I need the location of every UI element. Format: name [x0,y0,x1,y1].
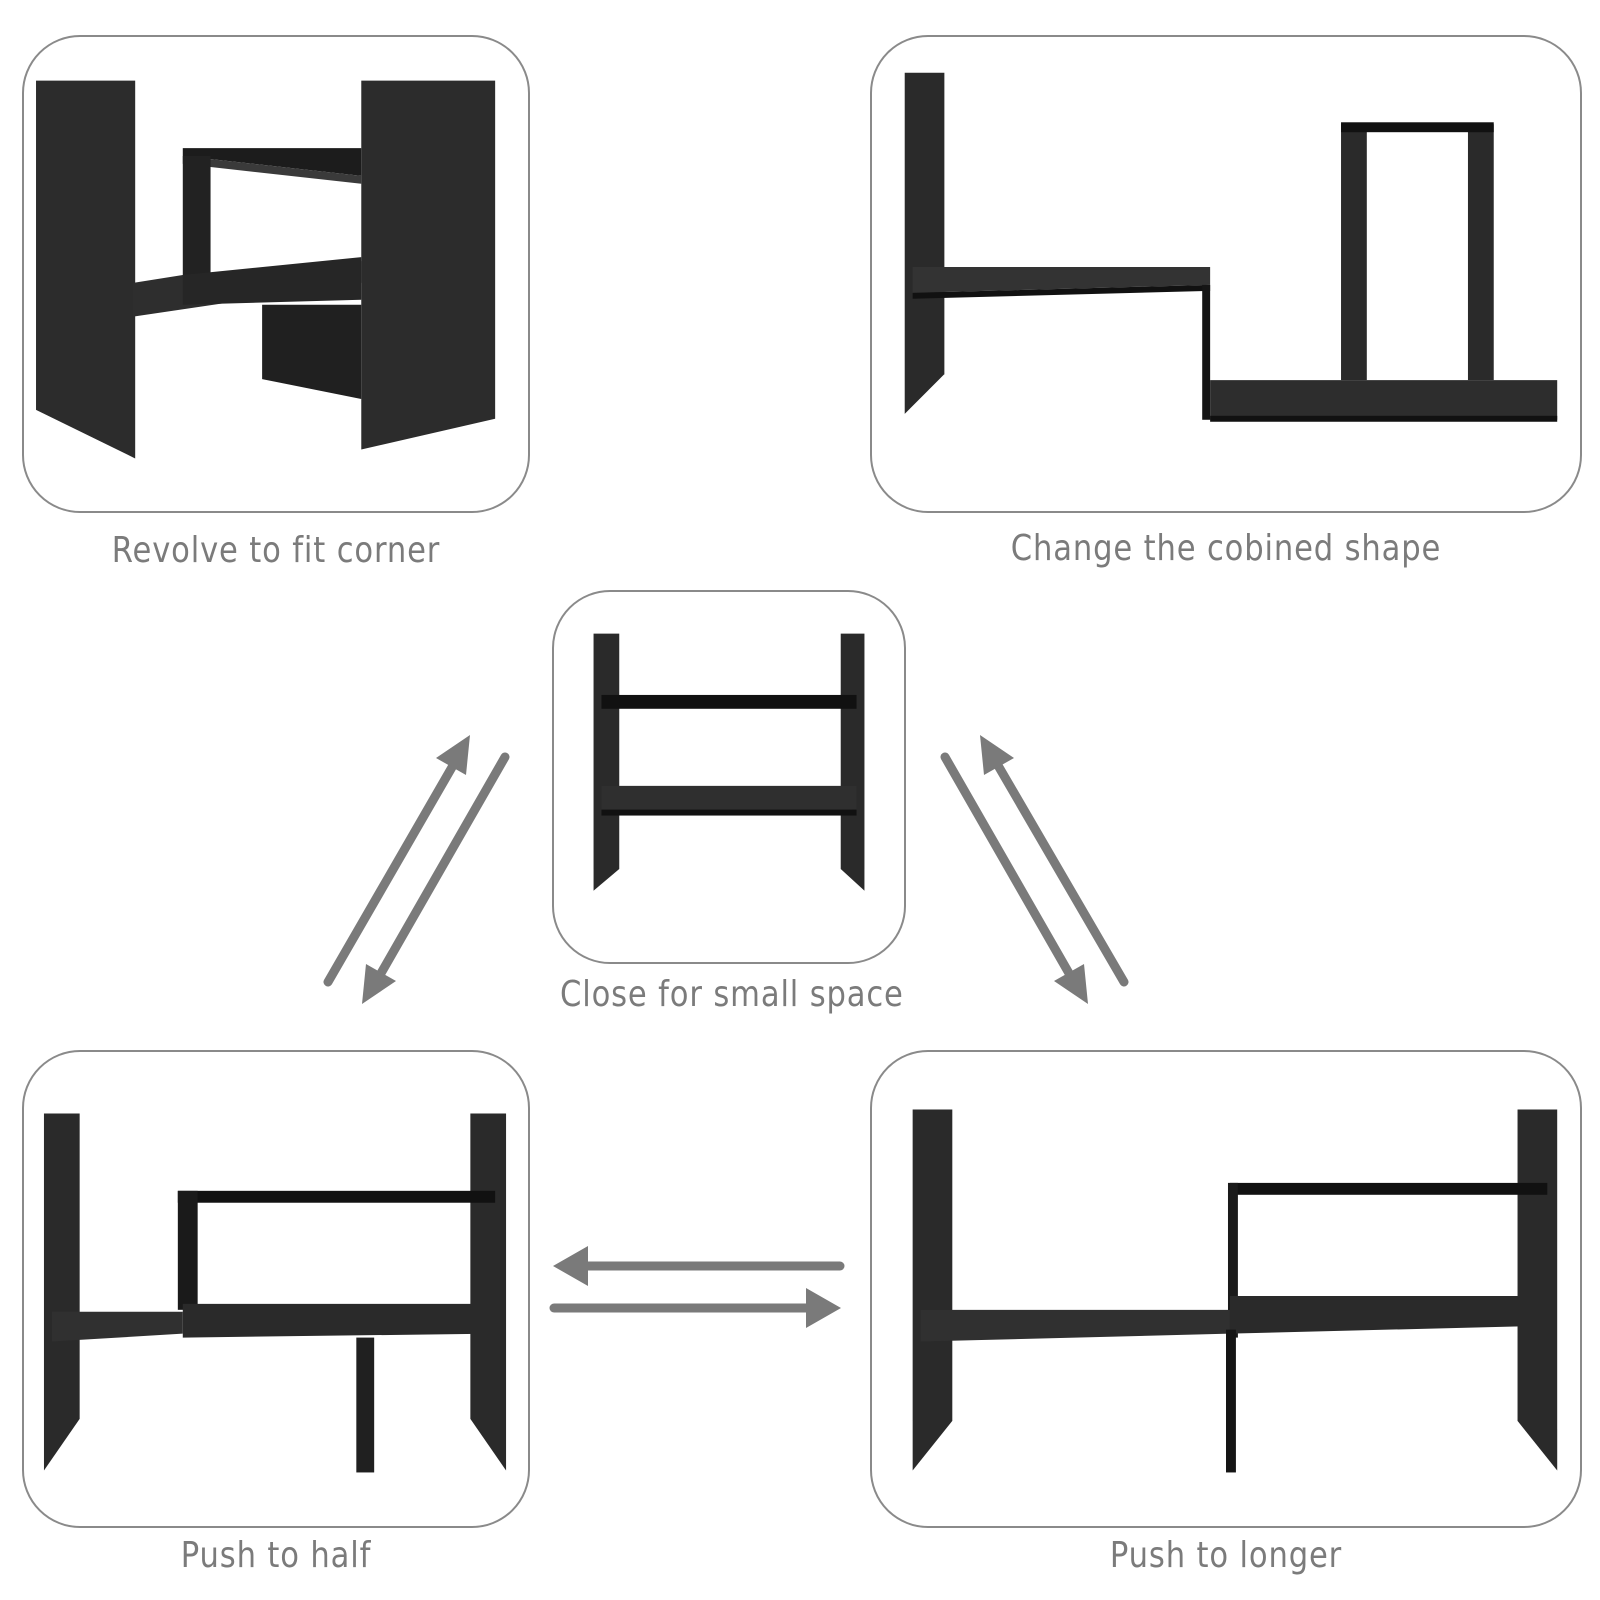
arrow-half-to-longer [549,1288,841,1328]
panel-push-longer [870,1050,1582,1528]
panel-small-space [552,590,906,964]
caption-combined-shape: Change the cobined shape [1010,528,1442,569]
caption-push-half: Push to half [180,1535,372,1576]
arrow-small-to-longer [940,752,1088,1004]
panel-combined-shape [870,35,1582,513]
caption-push-longer: Push to longer [1109,1535,1343,1576]
caption-small-space: Close for small space [560,974,904,1015]
panel-revolve-corner [22,35,530,513]
arrow-longer-to-half [553,1246,845,1286]
panel-push-half [22,1050,530,1528]
shelf-combined-illustration [904,72,1558,422]
arrow-longer-to-small [980,735,1129,987]
arrow-half-to-small [323,735,470,987]
shelf-small-illustration [593,633,865,891]
shelf-corner-illustration [36,80,496,459]
caption-revolve-corner: Revolve to fit corner [111,530,441,571]
arrow-small-to-half [362,752,510,1004]
shelf-half-illustration [43,1113,507,1473]
shelf-longer-illustration [912,1109,1558,1473]
